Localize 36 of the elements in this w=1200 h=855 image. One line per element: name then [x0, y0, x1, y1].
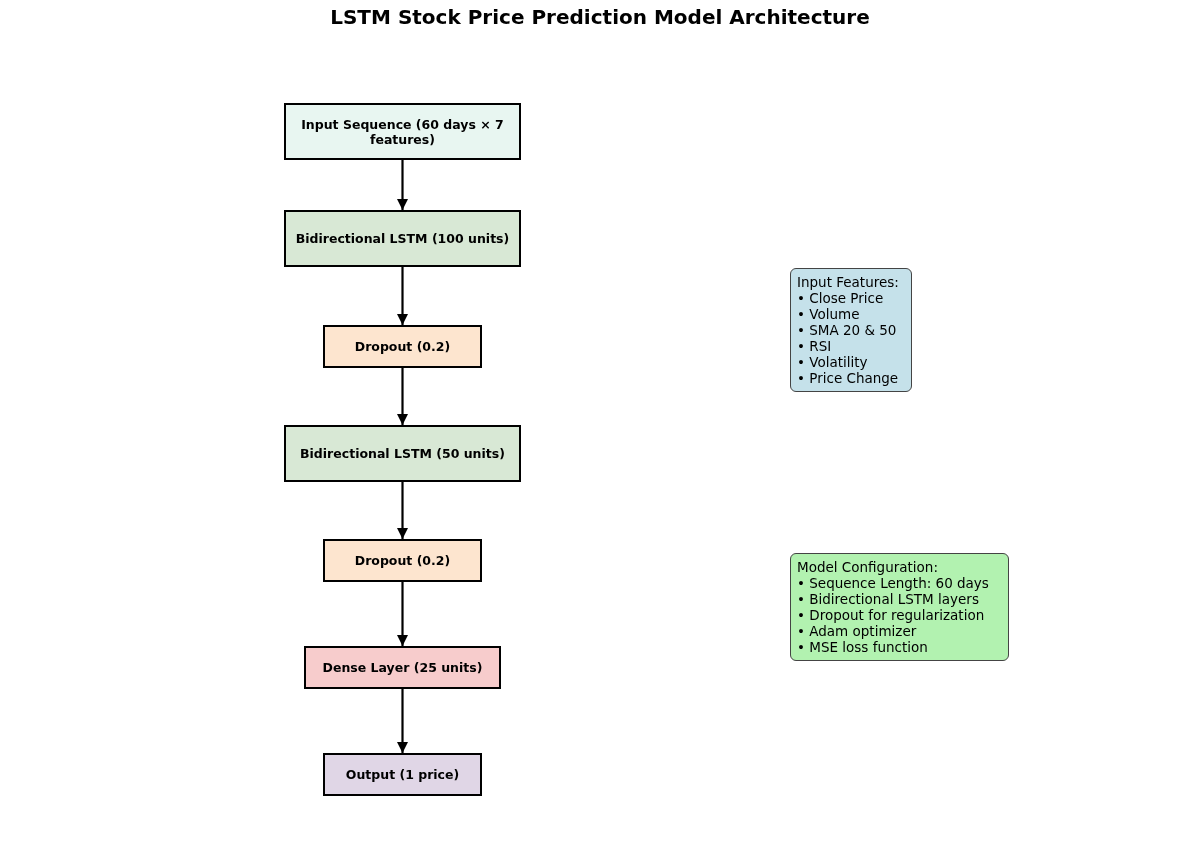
bullet-item: • Dropout for regularization: [797, 607, 985, 623]
info-box: [790, 553, 1009, 661]
bullet-item: • Volatility: [797, 354, 868, 370]
bullet-item: • Sequence Length: 60 days: [797, 575, 989, 591]
layer-label: Dropout (0.2): [354, 339, 451, 354]
info-heading: Input Features:: [797, 274, 899, 290]
diagram-title: LSTM Stock Price Prediction Model Architecture: [329, 5, 871, 29]
bullet-item: • MSE loss function: [797, 639, 928, 655]
arrow: [397, 267, 408, 325]
bullet-item: • Adam optimizer: [797, 623, 917, 639]
arrow: [397, 689, 408, 753]
layer-box: [284, 210, 521, 267]
layer-label: Bidirectional LSTM (100 units): [295, 231, 510, 246]
layer-box: [323, 753, 482, 796]
layer-box: [323, 539, 482, 582]
layer-box: [323, 325, 482, 368]
bullet-item: • Volume: [797, 306, 860, 322]
layer-label: Dense Layer (25 units): [322, 660, 483, 675]
bullet-item: • RSI: [797, 338, 832, 354]
arrow: [397, 368, 408, 425]
arrow: [397, 582, 408, 646]
layer-box: [284, 103, 521, 160]
bullet-item: • SMA 20 & 50: [797, 322, 897, 338]
info-box: [790, 268, 912, 392]
layer-box: [284, 425, 521, 482]
info-heading: Model Configuration:: [797, 559, 938, 575]
layer-box: [304, 646, 501, 689]
arrow: [397, 482, 408, 539]
arrow: [397, 160, 408, 210]
bullet-item: • Bidirectional LSTM layers: [797, 591, 979, 607]
bullet-item: • Close Price: [797, 290, 884, 306]
layer-label: Output (1 price): [345, 767, 460, 782]
layer-label: Dropout (0.2): [354, 553, 451, 568]
layer-label: Input Sequence (60 days × 7 features): [300, 116, 505, 147]
layer-label: Bidirectional LSTM (50 units): [300, 446, 505, 461]
bullet-item: • Price Change: [797, 370, 899, 386]
